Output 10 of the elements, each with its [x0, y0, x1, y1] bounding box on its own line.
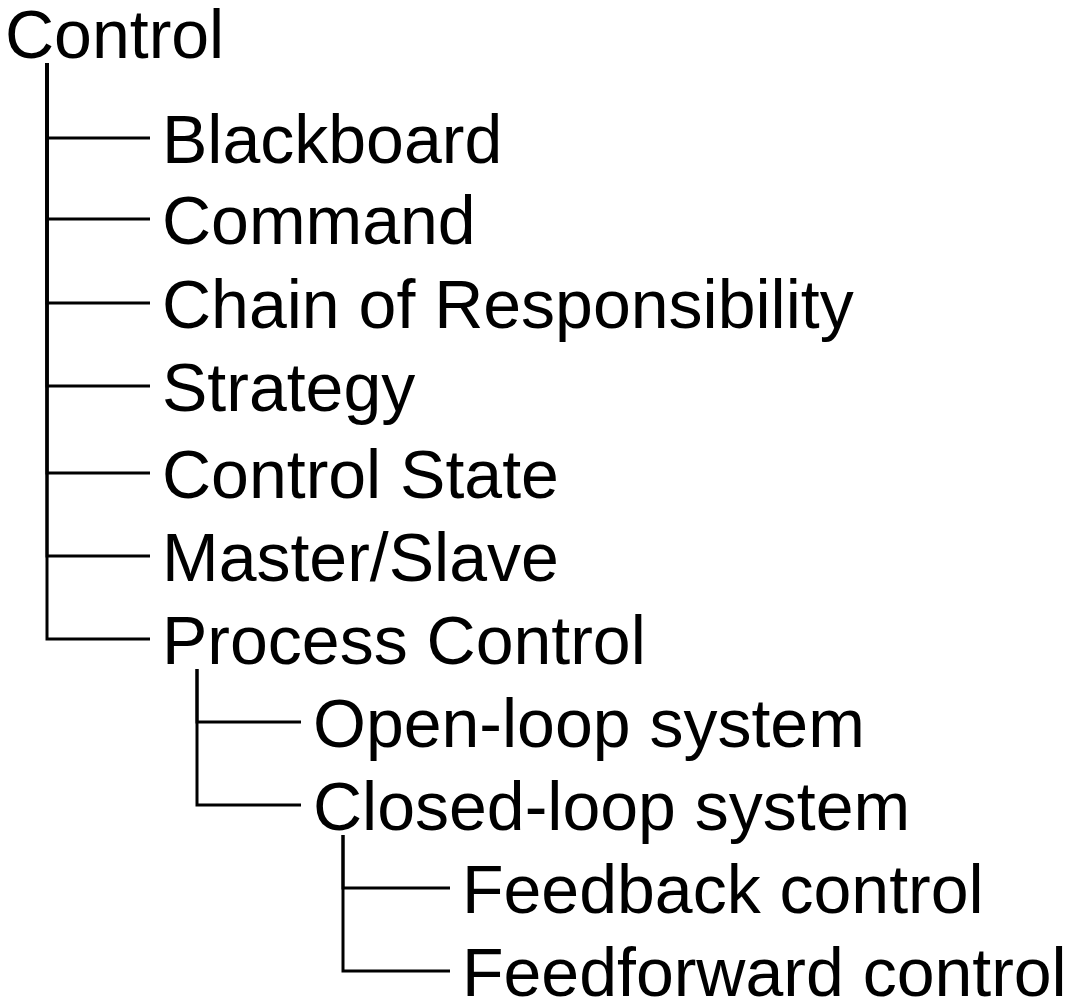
tree-label: Feedback control	[462, 854, 984, 923]
tree-connector	[195, 669, 301, 807]
tree-label: Process Control	[162, 605, 646, 674]
tree-label: Blackboard	[162, 104, 503, 173]
tree-label: Feedforward control	[462, 937, 1067, 1006]
tree-label: Control State	[162, 439, 559, 508]
tree-label: Control	[5, 0, 225, 68]
tree-label: Command	[162, 185, 476, 254]
tree-label: Master/Slave	[162, 522, 559, 591]
tree-connector	[341, 835, 450, 973]
